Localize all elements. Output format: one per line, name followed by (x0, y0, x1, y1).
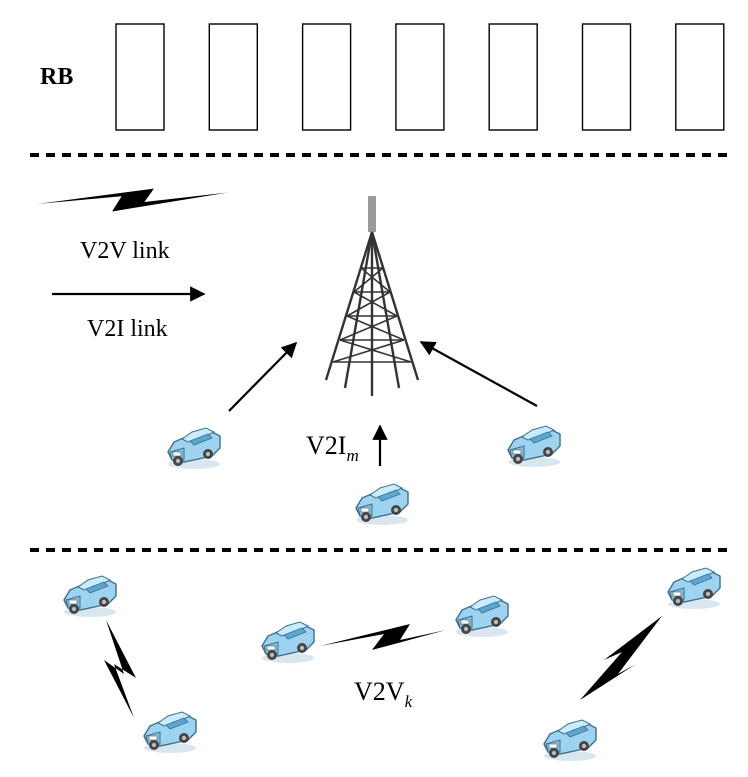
resource-block-2 (208, 23, 259, 131)
car-icon (261, 621, 315, 664)
car-icon (143, 711, 197, 754)
resource-block-3 (301, 23, 352, 131)
lightning-link-icon (580, 616, 662, 700)
car-icon (455, 595, 509, 638)
car-icon (507, 425, 561, 468)
resource-block-6 (581, 23, 632, 131)
legend-v2v-label: V2V link (80, 238, 170, 264)
v2v-main-text: V2V (354, 677, 405, 706)
lightning-link-icon (104, 620, 136, 718)
car-icon (667, 567, 721, 610)
car-icon (63, 575, 117, 618)
legend-v2i-label: V2I link (87, 316, 168, 342)
lightning-link-icon (38, 188, 228, 212)
resource-block-4 (395, 23, 445, 131)
v2i-arrow-left (228, 341, 298, 412)
resource-block-5 (488, 23, 538, 131)
rb-label: RB (40, 64, 73, 90)
v2v-k-label: V2Vk (354, 677, 413, 711)
v2i-main-text: V2I (306, 431, 346, 460)
resource-block-1 (115, 23, 165, 131)
v2i-arrow-right (419, 341, 538, 407)
v2i-subscript: m (346, 446, 358, 465)
lightning-link-icon (320, 624, 446, 650)
car-icon (167, 427, 221, 470)
v2i-m-label: V2Im (306, 431, 359, 465)
car-icon (355, 483, 409, 526)
resource-block-row (115, 23, 725, 131)
cell-tower-icon (324, 196, 420, 396)
car-icon (543, 719, 597, 762)
resource-block-7 (675, 23, 725, 131)
v2v-subscript: k (405, 692, 413, 711)
